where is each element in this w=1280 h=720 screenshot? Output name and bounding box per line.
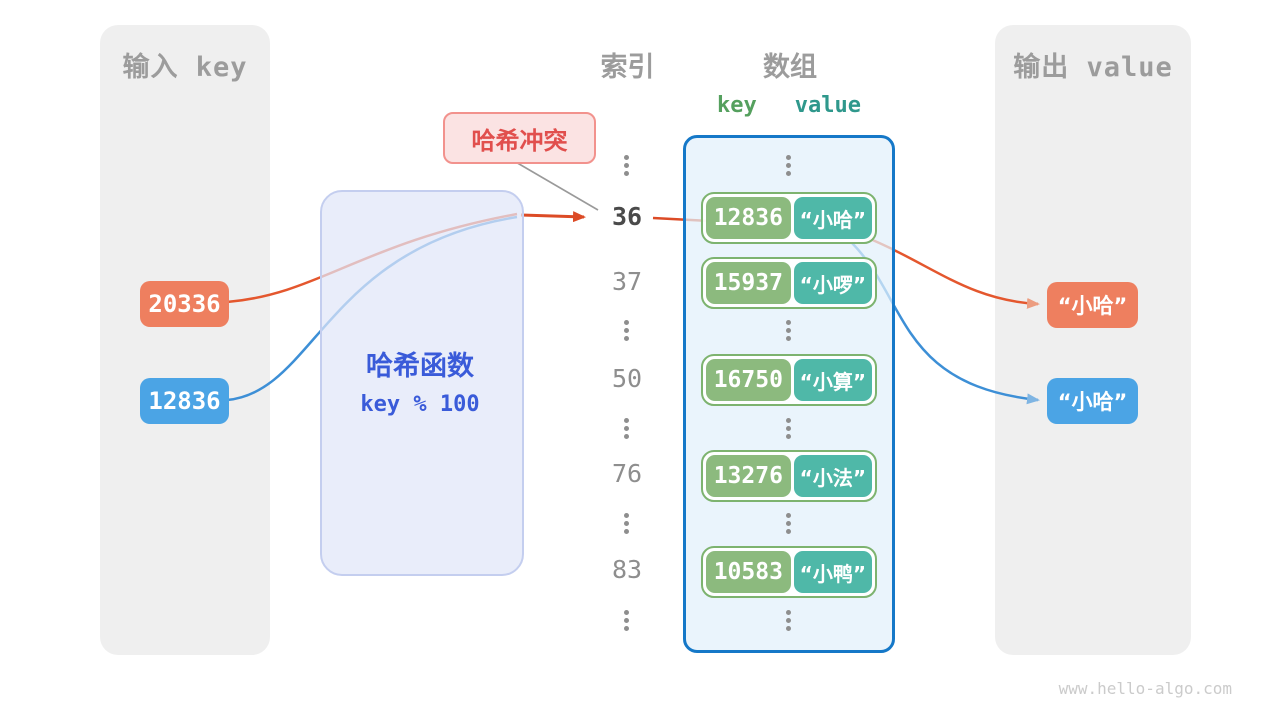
array-key-cell: 10583 [706, 551, 791, 593]
ellipsis-icon [786, 418, 791, 423]
hash-function-formula: key % 100 [360, 392, 480, 417]
input-panel-title: 输入 key [122, 52, 248, 83]
hash-collision-text: 哈希冲突 [471, 126, 568, 155]
ellipsis-icon [786, 155, 791, 160]
index-value: 83 [611, 555, 643, 584]
output-value-box: “小哈” [1047, 378, 1138, 424]
array-value-cell: “小鸭” [793, 551, 872, 593]
watermark: www.hello-algo.com [1058, 679, 1232, 698]
input-key-box: 12836 [140, 378, 229, 424]
collision-pointer-line [513, 160, 599, 211]
array-row: 13276 “小法” [701, 450, 877, 502]
index-column-header: 索引 [600, 52, 655, 83]
array-key-cell: 12836 [706, 197, 791, 239]
array-value-cell: “小算” [793, 359, 872, 401]
output-panel-title: 输出 value [1013, 52, 1173, 83]
hash-function-box [320, 190, 524, 576]
array-row: 12836 “小哈” [701, 192, 877, 244]
input-key-box: 20336 [140, 281, 229, 327]
array-row: 10583 “小鸭” [701, 546, 877, 598]
input-key-label: 20336 [148, 290, 221, 318]
hash-function-title: 哈希函数 [366, 351, 474, 382]
hash-collision-label: 哈希冲突 [443, 112, 596, 164]
value-header-label: value [794, 93, 861, 118]
array-value-cell: “小啰” [793, 262, 872, 304]
array-value-cell: “小法” [793, 455, 872, 497]
output-value-label: “小哈” [1057, 294, 1128, 318]
ellipsis-icon [624, 610, 629, 615]
ellipsis-icon [624, 320, 629, 325]
key-value-header: key value [699, 93, 879, 118]
array-column-header: 数组 [763, 52, 817, 83]
index-value: 50 [611, 364, 643, 393]
input-panel [100, 25, 270, 655]
ellipsis-icon [786, 610, 791, 615]
ellipsis-icon [624, 155, 629, 160]
array-key-cell: 16750 [706, 359, 791, 401]
output-value-box: “小哈” [1047, 282, 1138, 328]
array-key-cell: 15937 [706, 262, 791, 304]
input-key-label: 12836 [148, 387, 221, 415]
output-panel [995, 25, 1191, 655]
key-header-label: key [717, 93, 757, 118]
array-key-cell: 13276 [706, 455, 791, 497]
array-value-cell: “小哈” [793, 197, 872, 239]
ellipsis-icon [786, 320, 791, 325]
output-value-label: “小哈” [1057, 390, 1128, 414]
index-value: 76 [611, 459, 643, 488]
ellipsis-icon [786, 513, 791, 518]
arrow-hash-to-index-36 [520, 211, 586, 223]
index-value: 37 [611, 267, 643, 296]
ellipsis-icon [624, 418, 629, 423]
array-row: 15937 “小啰” [701, 257, 877, 309]
index-value-highlighted: 36 [611, 202, 643, 231]
ellipsis-icon [624, 513, 629, 518]
array-row: 16750 “小算” [701, 354, 877, 406]
